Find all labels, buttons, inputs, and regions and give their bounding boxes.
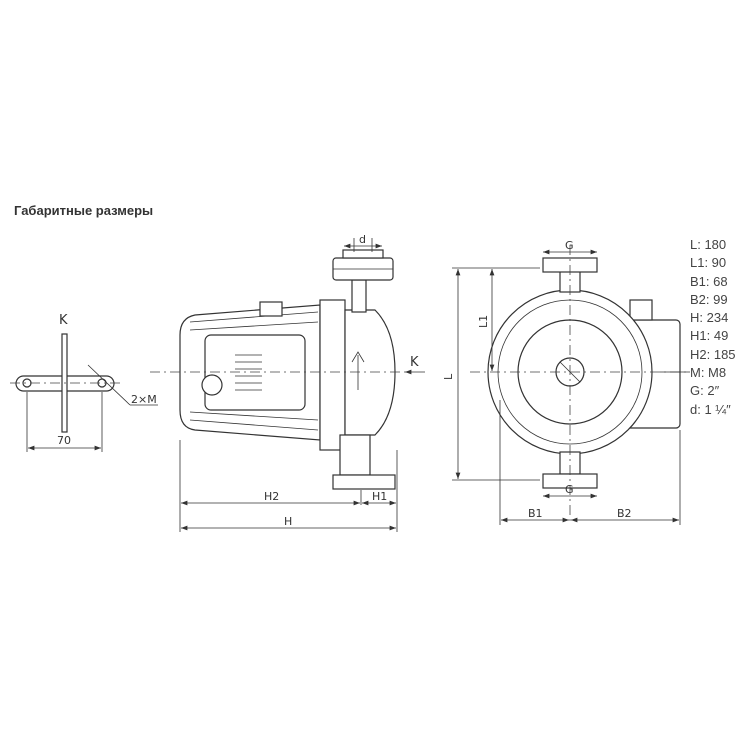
- spec-l1: L1: 90: [690, 255, 727, 271]
- h1-label: H1: [372, 490, 387, 503]
- k-label: K: [59, 313, 68, 328]
- l1-label: L1: [477, 315, 490, 328]
- dimension-spec-list: L: 180 L1: 90 B1: 68 B2: 99 H: 234 H1: 4…: [690, 236, 736, 419]
- spec-l: L: 180: [690, 237, 727, 252]
- pump-side-view: d K H2 H1 H: [150, 233, 425, 532]
- l-label: L: [442, 373, 455, 380]
- dim-70-label: 70: [57, 434, 71, 447]
- spec-b1: B1: 68: [690, 273, 728, 289]
- b1-label: B1: [528, 507, 543, 520]
- spec-g: G: 2″: [690, 383, 720, 399]
- h-label: H: [284, 515, 292, 528]
- spec-h1: H1: 49: [690, 328, 729, 344]
- g-bottom-label: G: [565, 483, 574, 496]
- spec-h: H: 234: [690, 310, 729, 326]
- d-label: d: [359, 233, 366, 246]
- spec-h2: H2: 185: [690, 346, 736, 362]
- section-title: Габаритные размеры: [14, 203, 154, 218]
- b2-label: B2: [617, 507, 632, 520]
- g-top-label: G: [565, 239, 574, 252]
- speed-knob: [201, 374, 223, 396]
- flange-k-view: K 70 2×M: [10, 313, 158, 452]
- pump-front-view: G G L L1 B1 B2: [442, 239, 690, 525]
- spec-d: d: 1 ¼″: [690, 401, 731, 417]
- h2-label: H2: [264, 490, 279, 503]
- spec-m: M: M8: [690, 365, 727, 381]
- k-arrow-label: K: [410, 355, 419, 370]
- two-m-label: 2×M: [131, 393, 157, 406]
- cable-gland: [259, 301, 283, 317]
- spec-b2: B2: 99: [690, 291, 728, 307]
